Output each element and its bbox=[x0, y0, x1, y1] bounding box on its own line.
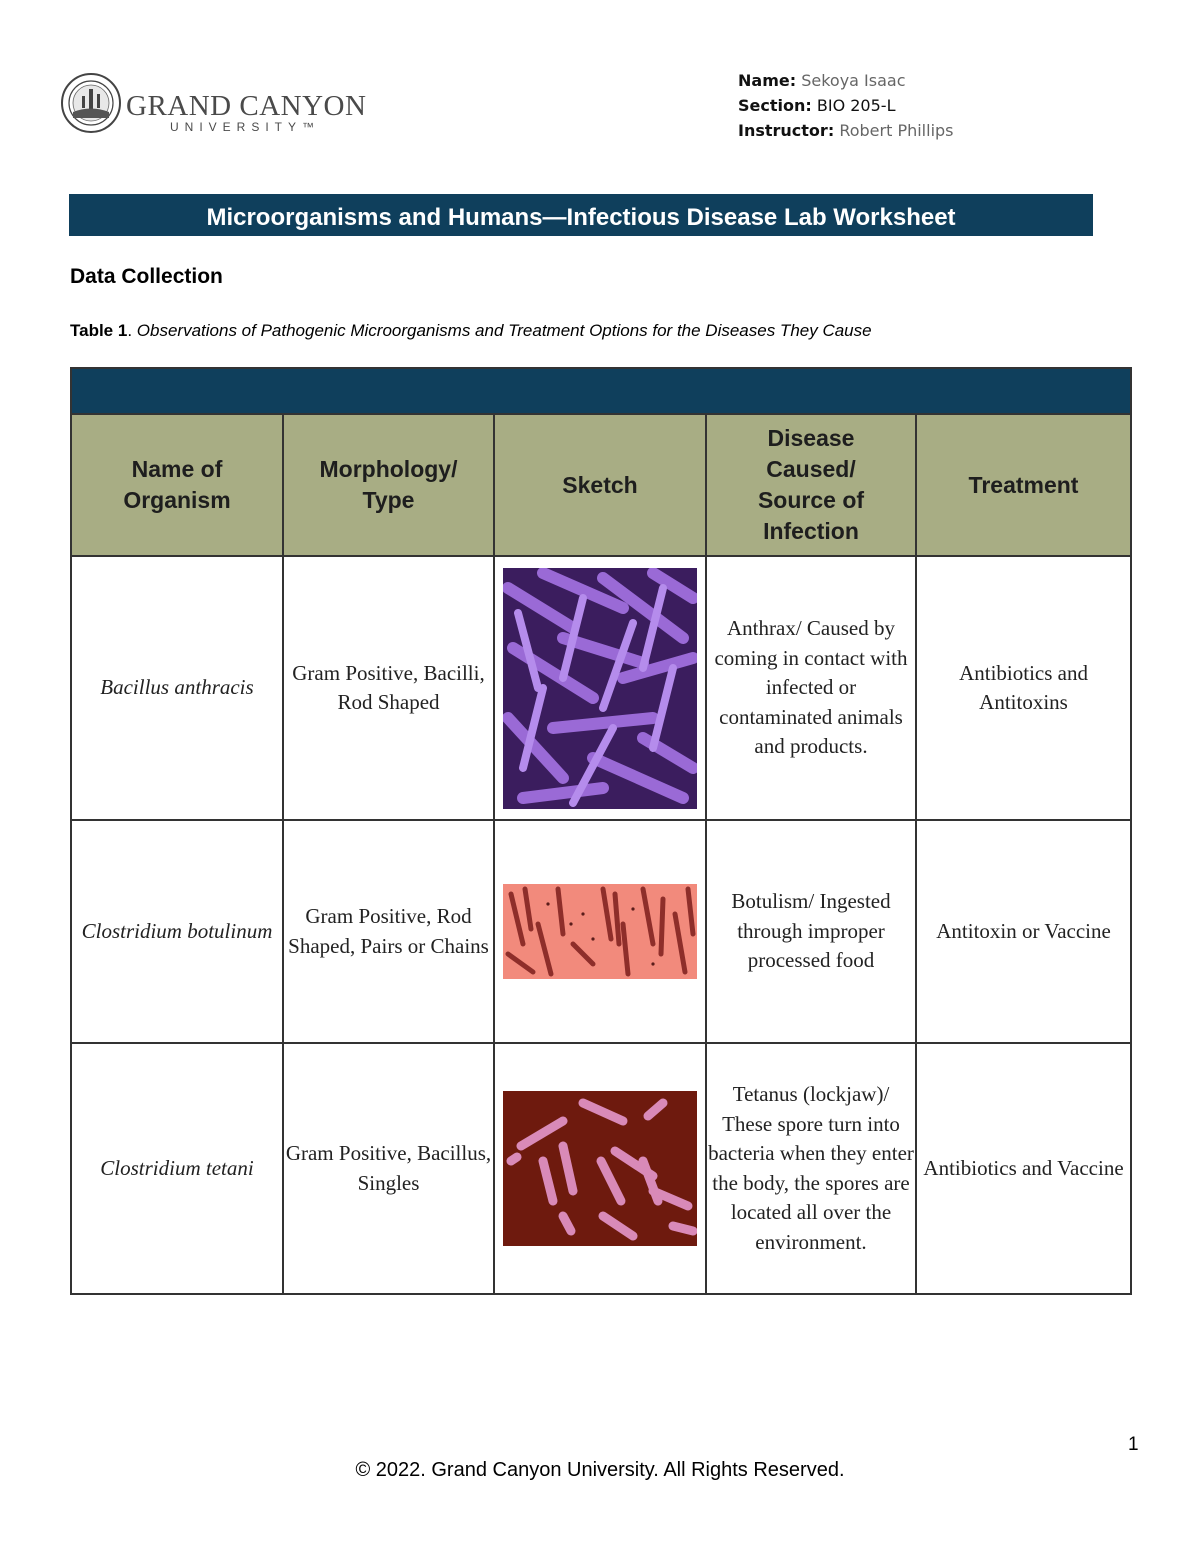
logo-subtitle: UNIVERSITY™ bbox=[170, 120, 321, 134]
treatment-cell: Antibiotics and Antitoxins bbox=[914, 555, 1133, 821]
header-sketch: Sketch bbox=[493, 413, 707, 557]
table-row: Clostridium tetani Gram Positive, Bacill… bbox=[70, 1042, 1133, 1295]
bacillus-anthracis-micrograph bbox=[503, 567, 697, 809]
header-organism: Name of Organism bbox=[70, 413, 284, 557]
student-info: Name: Sekoya Isaac Section: BIO 205-L In… bbox=[738, 68, 954, 143]
organism-name: Clostridium botulinum bbox=[70, 819, 284, 1044]
morphology-cell: Gram Positive, Rod Shaped, Pairs or Chai… bbox=[282, 819, 495, 1044]
header-disease: Disease Caused/ Source of Infection bbox=[705, 413, 917, 557]
sketch-cell bbox=[493, 819, 707, 1044]
treatment-cell: Antibiotics and Vaccine bbox=[914, 1042, 1133, 1295]
section-label: Section: bbox=[738, 96, 812, 115]
name-value: Sekoya Isaac bbox=[801, 71, 906, 90]
clostridium-tetani-micrograph bbox=[503, 1091, 697, 1246]
instructor-value: Robert Phillips bbox=[839, 121, 954, 140]
gcu-logo: GRAND CANYON UNIVERSITY™ bbox=[60, 72, 366, 138]
morphology-cell: Gram Positive, Bacillus, Singles bbox=[282, 1042, 495, 1295]
table-title-row bbox=[69, 367, 1133, 415]
clostridium-botulinum-micrograph bbox=[503, 884, 697, 979]
organism-name: Bacillus anthracis bbox=[70, 555, 284, 821]
copyright-footer: © 2022. Grand Canyon University. All Rig… bbox=[355, 1459, 845, 1481]
table-row: Bacillus anthracis Gram Positive, Bacill… bbox=[70, 555, 1133, 821]
table-header-row: Name of Organism Morphology/ Type Sketch… bbox=[70, 413, 1133, 557]
treatment-cell: Antitoxin or Vaccine bbox=[914, 819, 1133, 1044]
header-treatment: Treatment bbox=[914, 413, 1133, 557]
caption-text: Observations of Pathogenic Microorganism… bbox=[136, 321, 872, 340]
caption-label: Table 1 bbox=[70, 321, 128, 340]
name-label: Name: bbox=[738, 71, 797, 90]
disease-cell: Botulism/ Ingested through improper proc… bbox=[705, 819, 917, 1044]
table-caption: Table 1. Observations of Pathogenic Micr… bbox=[70, 321, 872, 340]
section-heading: Data Collection bbox=[70, 265, 223, 288]
sketch-cell bbox=[493, 555, 707, 821]
observations-table: Name of Organism Morphology/ Type Sketch… bbox=[69, 367, 1133, 1295]
disease-cell: Anthrax/ Caused by coming in contact wit… bbox=[705, 555, 917, 821]
sketch-cell bbox=[493, 1042, 707, 1295]
logo-wordmark: GRAND CANYON bbox=[126, 90, 367, 122]
page-number: 1 bbox=[1128, 1434, 1139, 1455]
table-row: Clostridium botulinum Gram Positive, Rod… bbox=[70, 819, 1133, 1044]
header-morphology: Morphology/ Type bbox=[282, 413, 495, 557]
organism-name: Clostridium tetani bbox=[70, 1042, 284, 1295]
morphology-cell: Gram Positive, Bacilli, Rod Shaped bbox=[282, 555, 495, 821]
worksheet-title: Microorganisms and Humans—Infectious Dis… bbox=[69, 194, 1093, 236]
section-value: BIO 205-L bbox=[816, 96, 896, 115]
instructor-label: Instructor: bbox=[738, 121, 835, 140]
disease-cell: Tetanus (lockjaw)/ These spore turn into… bbox=[705, 1042, 917, 1295]
university-seal-icon bbox=[61, 73, 121, 133]
